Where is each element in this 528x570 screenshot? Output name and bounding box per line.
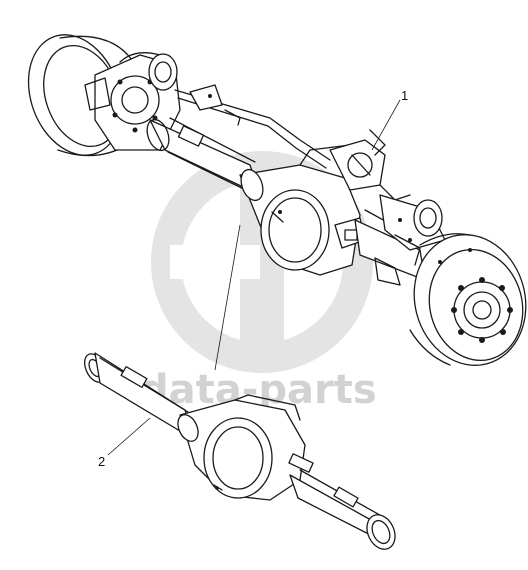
axle-assembly-drawing — [27, 34, 527, 366]
callout-1-label: 1 — [401, 88, 408, 103]
callout-2: 2 — [98, 417, 151, 469]
right-wheel-hub — [409, 233, 527, 366]
callout-2-leader — [107, 417, 151, 456]
watermark-logo — [151, 151, 373, 373]
watermark: data-parts — [140, 151, 377, 413]
right-axle-tube — [354, 194, 446, 286]
callout-2-label: 2 — [98, 454, 105, 469]
explode-line — [214, 224, 241, 371]
callout-1: 1 — [371, 88, 408, 151]
axle-housing-drawing — [84, 352, 396, 550]
callout-1-leader — [371, 99, 401, 151]
